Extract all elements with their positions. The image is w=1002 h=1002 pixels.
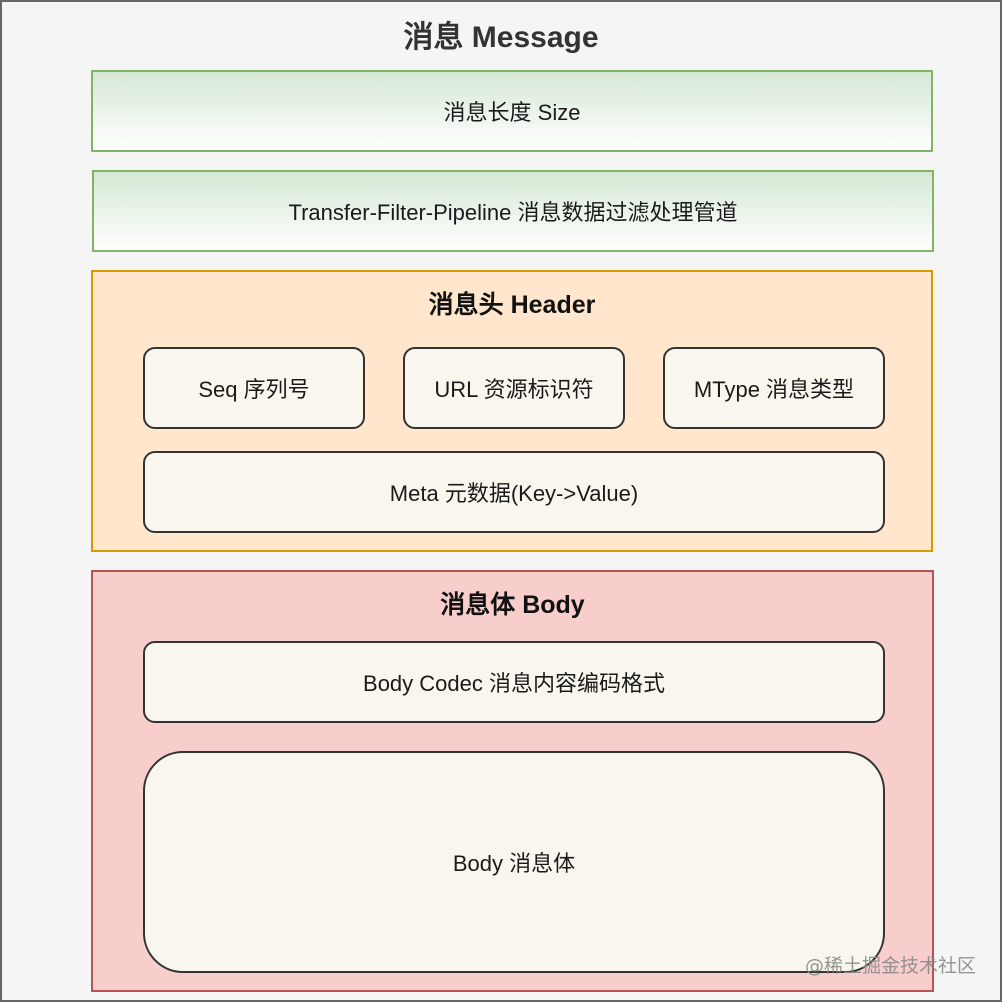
mtype-box: MType 消息类型 (663, 347, 885, 429)
watermark-text: @稀土掘金技术社区 (804, 955, 976, 977)
body-content-label: Body 消息体 (452, 851, 576, 876)
body-content-box: Body 消息体 (143, 751, 885, 973)
body-codec-label: Body Codec 消息内容编码格式 (363, 671, 665, 696)
seq-box: Seq 序列号 (143, 347, 365, 429)
mtype-label: MType 消息类型 (693, 377, 855, 402)
pipeline-box-label: Transfer-Filter-Pipeline 消息数据过滤处理管道 (288, 200, 738, 225)
body-codec-box: Body Codec 消息内容编码格式 (143, 641, 885, 723)
header-title: 消息头 Header (428, 291, 596, 319)
meta-box: Meta 元数据(Key->Value) (143, 451, 885, 533)
url-label: URL 资源标识符 (434, 377, 594, 402)
meta-label: Meta 元数据(Key->Value) (389, 481, 639, 506)
size-box: 消息长度 Size (91, 70, 933, 152)
size-box-label: 消息长度 Size (443, 100, 581, 125)
body-group: 消息体 Body Body Codec 消息内容编码格式 Body 消息体 (91, 570, 934, 992)
header-group: 消息头 Header Seq 序列号 URL 资源标识符 MType 消息类型 … (91, 270, 933, 552)
body-title: 消息体 Body (440, 591, 585, 619)
url-box: URL 资源标识符 (403, 347, 625, 429)
diagram-title: 消息 Message (403, 21, 599, 54)
pipeline-box: Transfer-Filter-Pipeline 消息数据过滤处理管道 (92, 170, 934, 252)
seq-label: Seq 序列号 (198, 377, 310, 402)
